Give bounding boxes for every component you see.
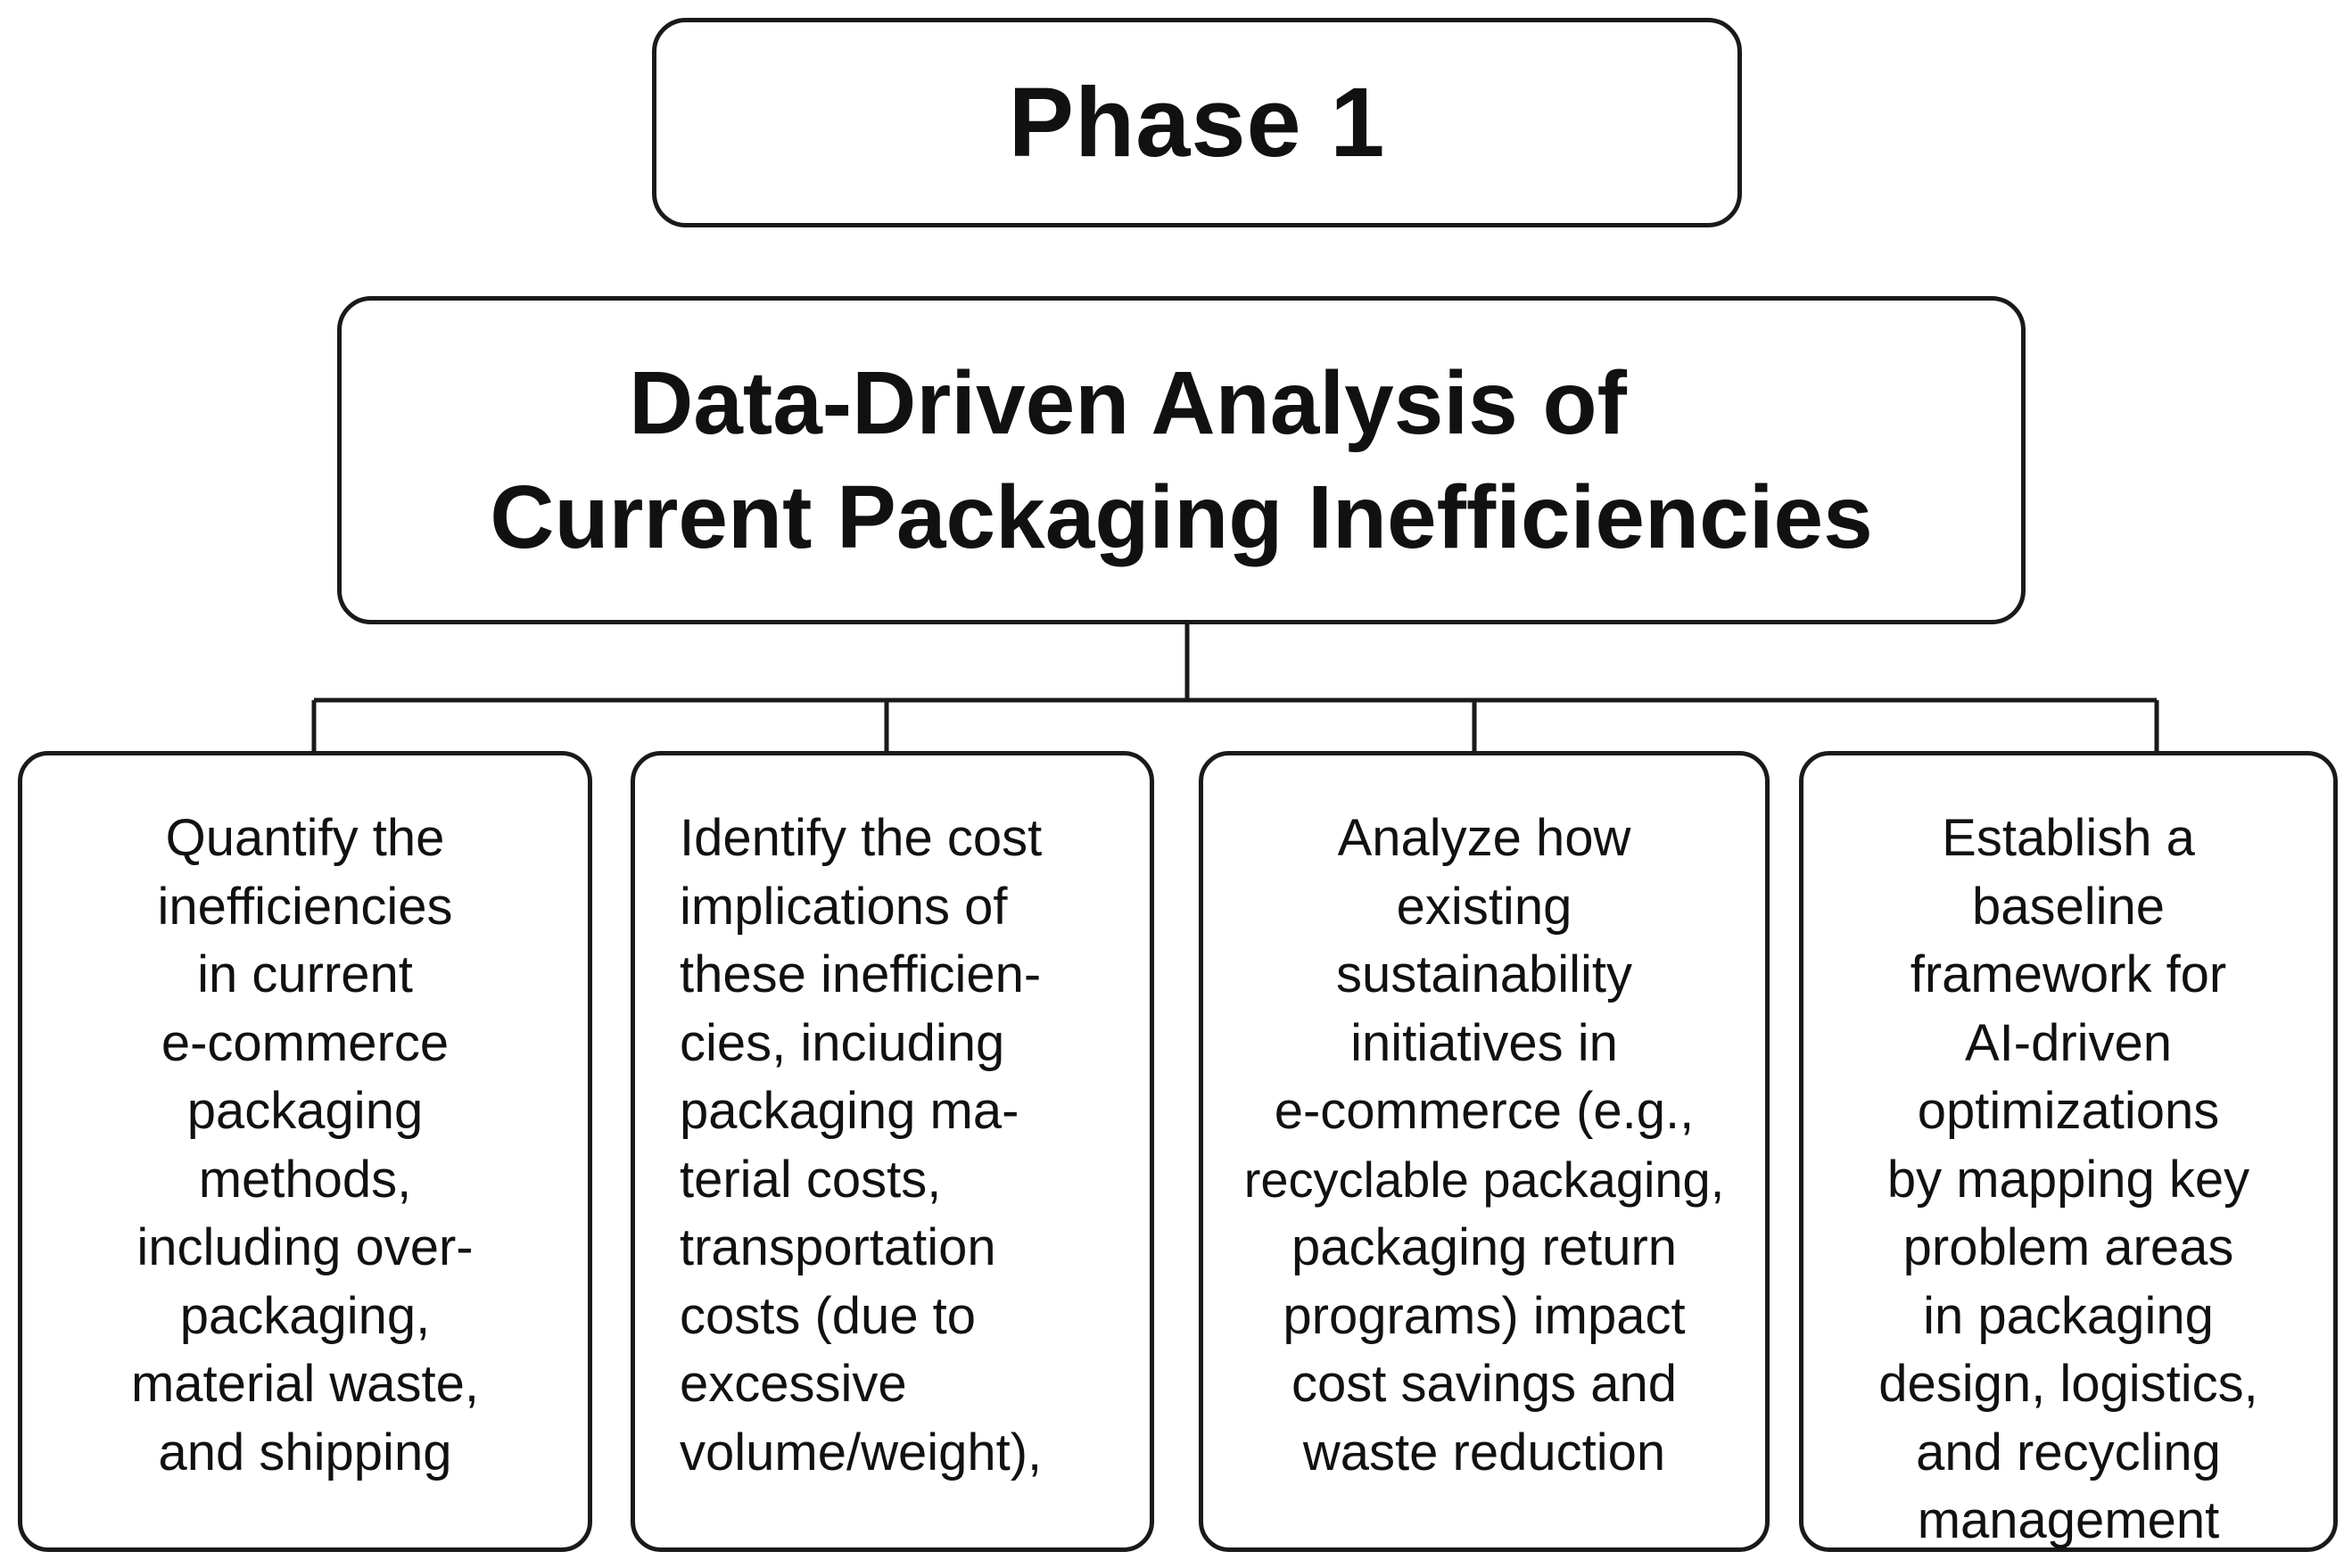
card-3-line: programs) impact [1283,1286,1686,1345]
card-2-line: terial costs, [680,1150,942,1209]
card-1-line: inefficiencies [157,877,453,936]
card-4-line: AI-driven [1964,1013,2173,1072]
card-2-line: transportation [680,1218,996,1276]
card-1-line: and shipping [158,1423,452,1481]
main-title-box: Data-Driven Analysis of Current Packagin… [337,296,2026,624]
card-2-line: costs (due to [680,1286,977,1345]
card-2-line: volume/weight), [680,1423,1043,1481]
card-4-line: by mapping key [1886,1150,2250,1209]
card-3-text: Analyze how existing sustainability init… [1203,805,1765,1487]
card-1-line: packaging, [179,1286,431,1345]
card-sustainability-initiatives: Analyze how existing sustainability init… [1199,751,1770,1552]
card-4-line: baseline [1971,877,2166,936]
main-title-line-2: Current Packaging Inefficiencies [490,467,1873,567]
card-3-line: e-commerce (e.g., [1274,1082,1695,1140]
card-1-line: packaging [186,1082,424,1140]
card-4-line: in packaging [1923,1286,2214,1345]
card-1-line: in current [197,945,413,1003]
card-4-line: management [1917,1491,2220,1549]
main-title-line-1: Data-Driven Analysis of [629,353,1627,453]
card-cost-implications: Identify the cost implications of these … [631,751,1154,1552]
card-2-line: cies, inciuding [680,1013,1005,1072]
card-4-line: Establish a [1942,809,2195,867]
card-4-line: optimizations [1917,1082,2220,1140]
card-3-line: cost savings and [1291,1355,1678,1413]
card-3-line: packaging return [1291,1218,1678,1276]
card-1-line: methods, [198,1150,412,1209]
card-3-line: Analyze how [1337,809,1631,867]
card-3-line: existing [1396,877,1572,936]
card-2-line: implications of [680,877,1008,936]
card-4-line: and recycling [1916,1423,2221,1481]
phase-box: Phase 1 [652,18,1742,227]
card-3-line: initiatives in [1350,1013,1618,1072]
card-1-line: e-commerce [161,1013,450,1072]
card-4-line: problem areas [1902,1218,2234,1276]
card-1-line: material waste, [130,1355,480,1413]
card-quantify-inefficiencies: Quantify the inefficiencies in current e… [18,751,592,1552]
card-2-line: excessive [680,1355,907,1413]
card-2-text: Identify the cost implications of these … [635,805,1150,1487]
card-1-line: Quantify the [165,809,445,867]
card-1-text: Quantify the inefficiencies in current e… [22,805,588,1487]
card-3-line: recyclable packaging, [1243,1151,1725,1208]
card-4-text: Establish a baseline framework for AI-dr… [1803,805,2333,1556]
card-2-line: these inefficien- [680,945,1042,1003]
card-4-line: framework for [1910,945,2227,1003]
card-4-line: design, logistics, [1878,1355,2258,1413]
card-3-line: waste reduction [1302,1423,1666,1481]
card-1-line: including over- [136,1218,474,1276]
card-baseline-framework: Establish a baseline framework for AI-dr… [1799,751,2338,1552]
card-3-line: sustainability [1335,945,1633,1003]
card-2-line: Identify the cost [680,809,1043,867]
phase-title: Phase 1 [1008,68,1386,177]
card-2-line: packaging ma- [680,1082,1019,1140]
